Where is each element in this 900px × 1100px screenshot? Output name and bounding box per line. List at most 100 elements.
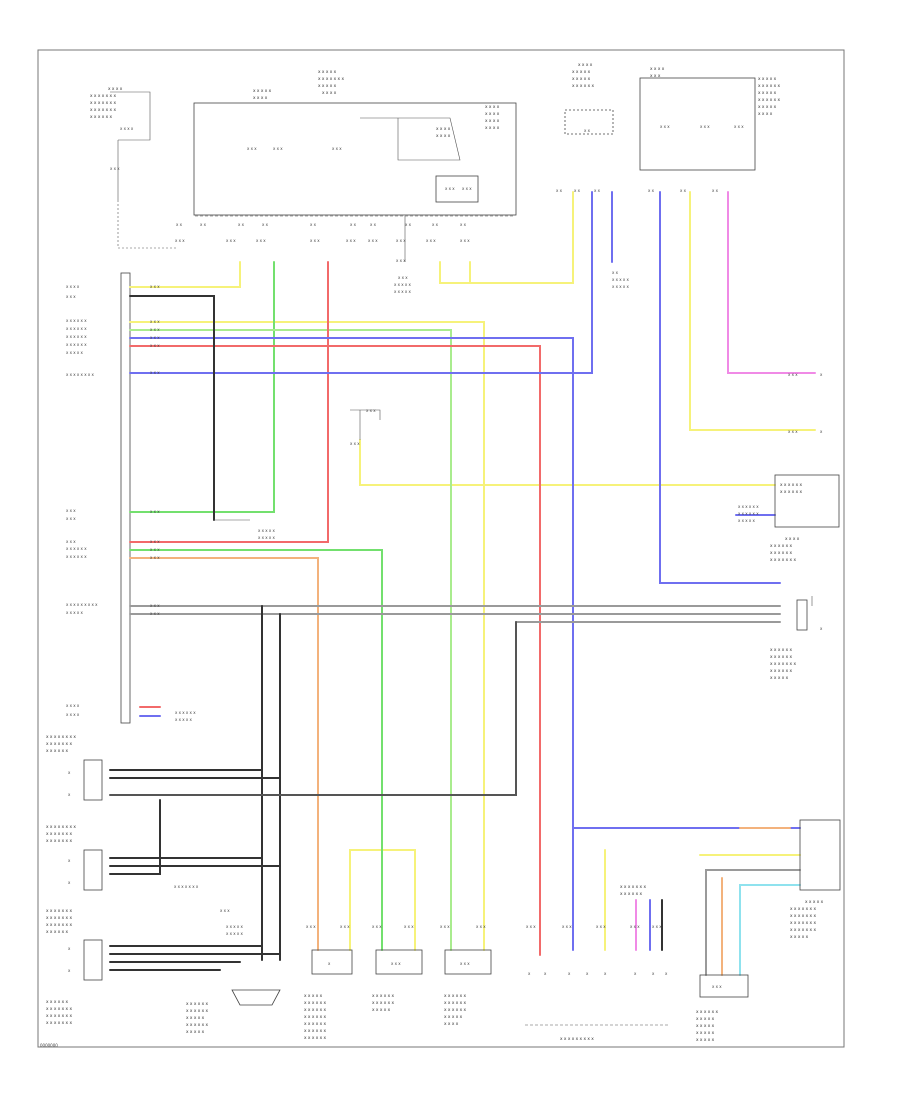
bottom-center-connector: x x x x x x x x x x x x x x x x x x x x …	[174, 884, 281, 1035]
svg-text:x x x x x x: x x x x x x	[770, 669, 793, 674]
svg-text:x x x x x x x: x x x x x x x	[90, 101, 116, 106]
svg-text:x x x: x x x	[150, 319, 160, 324]
svg-text:x x x: x x x	[150, 603, 160, 608]
svg-text:x x x x x x: x x x x x x	[304, 1015, 327, 1020]
svg-text:x x: x x	[176, 222, 183, 227]
right-lower-sensor: x x x x x x x x x x x x x x x x x x x x …	[620, 885, 749, 1043]
svg-text:x x x: x x x	[526, 924, 536, 929]
svg-text:x x x: x x x	[110, 166, 120, 171]
svg-text:x x x x x x x: x x x x x x x	[46, 909, 72, 914]
svg-text:x x x: x x x	[247, 146, 257, 151]
svg-text:x x x x: x x x x	[785, 537, 800, 542]
svg-text:x x: x x	[200, 222, 207, 227]
top-right-switch: x x x x x x x x x x x x x x x x x x x x …	[556, 63, 630, 289]
svg-text:x x x x x: x x x x x	[805, 900, 824, 905]
svg-text:x x x x x x x: x x x x x x x	[46, 742, 72, 747]
svg-text:x x x x x x: x x x x x x	[572, 84, 595, 89]
svg-text:x x x x x x: x x x x x x	[780, 483, 803, 488]
orange-wires	[129, 557, 791, 951]
control-unit-connector: x x x x x x x x x x x x x x x x x x x x …	[66, 272, 131, 724]
svg-text:x x x x x x: x x x x x x	[186, 1002, 209, 1007]
svg-text:x x x: x x x	[66, 294, 76, 299]
svg-text:x x x: x x x	[350, 441, 360, 446]
svg-text:x x x: x x x	[150, 335, 160, 340]
svg-text:x x x: x x x	[398, 275, 408, 280]
svg-text:x x x x x x: x x x x x x	[738, 511, 759, 516]
svg-text:x x x x x x: x x x x x x	[304, 1029, 327, 1034]
svg-text:x x x x x x x: x x x x x x x	[46, 1007, 72, 1012]
mid-labels: x x x x x x x x x x x x x x x x x x x x …	[150, 284, 376, 722]
svg-text:x x x x x x: x x x x x x	[304, 1008, 327, 1013]
svg-text:x x x x x x: x x x x x x	[620, 892, 643, 897]
svg-text:x x x: x x x	[404, 924, 414, 929]
svg-text:x x x x x x x x x: x x x x x x x x x	[66, 602, 98, 607]
svg-text:x x x x x: x x x x x	[186, 1016, 205, 1021]
svg-text:x x x: x x x	[150, 284, 160, 289]
svg-text:x x x x x x x: x x x x x x x	[46, 916, 72, 921]
svg-text:x x x x x x: x x x x x x	[304, 1036, 327, 1041]
svg-text:x: x	[820, 372, 823, 377]
svg-text:x x x x x x: x x x x x x	[46, 1000, 69, 1005]
svg-text:x x x: x x x	[310, 238, 320, 243]
svg-text:x x x x x x: x x x x x x	[66, 342, 87, 347]
svg-text:x x x x x x x: x x x x x x x	[46, 1021, 72, 1026]
svg-text:x x x x x x x: x x x x x x x	[770, 558, 796, 563]
diagram-border	[37, 49, 845, 1048]
svg-text:x: x	[68, 880, 71, 885]
svg-text:x x x x x: x x x x x	[304, 994, 323, 999]
top-far-right-module: x x x x x x x x x x x x x x x x x x x x …	[639, 67, 781, 193]
svg-text:x x x x: x x x x	[436, 134, 451, 139]
svg-text:x x x x x x x: x x x x x x x	[90, 94, 116, 99]
svg-text:x x x: x x x	[712, 984, 722, 989]
svg-text:x x x x x x x: x x x x x x x	[90, 108, 116, 113]
svg-text:x x x x: x x x x	[650, 67, 665, 72]
svg-text:x x x x x x: x x x x x x	[46, 749, 69, 754]
svg-text:x x x: x x x	[306, 924, 316, 929]
svg-text:x x x: x x x	[150, 327, 160, 332]
left-switch-1: x x x x x x x x x x x x x x x x x x x x …	[46, 735, 103, 801]
svg-text:x: x	[68, 946, 71, 951]
svg-text:x: x	[604, 971, 607, 976]
svg-text:x x: x x	[584, 128, 591, 133]
svg-text:x x x x x x: x x x x x x	[66, 546, 87, 551]
svg-text:x x x: x x x	[332, 146, 342, 151]
svg-text:x x x: x x x	[346, 238, 356, 243]
svg-text:x x x x x: x x x x x	[612, 277, 630, 282]
svg-text:x x x x x x x x: x x x x x x x x	[66, 372, 94, 377]
svg-text:x: x	[68, 792, 71, 797]
top-connector-labels: x x x x x x x x x x x x x x x x x x x x …	[175, 222, 470, 243]
svg-text:x x: x x	[310, 222, 317, 227]
svg-text:x x x: x x x	[652, 924, 662, 929]
bottom-sensor-1: x x x x x x x x x x x x x x x x x x x x …	[304, 949, 353, 1041]
svg-text:x x x x x x x: x x x x x x x	[46, 923, 72, 928]
svg-text:x x x x x x: x x x x x x	[372, 994, 395, 999]
svg-text:x x x x: x x x x	[120, 126, 134, 131]
svg-text:x x x: x x x	[788, 429, 798, 434]
svg-text:x x x x x: x x x x x	[226, 924, 244, 929]
svg-text:x x x x x x x: x x x x x x x	[770, 662, 796, 667]
svg-text:x: x	[665, 971, 668, 976]
svg-text:x x x x x: x x x x x	[186, 1030, 205, 1035]
svg-text:x x: x x	[262, 222, 269, 227]
svg-text:x: x	[68, 968, 71, 973]
svg-text:x x x: x x x	[150, 547, 160, 552]
svg-text:x x x x: x x x x	[485, 105, 500, 110]
svg-text:x x x x x x: x x x x x x	[46, 930, 69, 935]
svg-text:x x x x: x x x x	[66, 712, 80, 717]
svg-text:x x x: x x x	[476, 924, 486, 929]
svg-text:x x x x x x: x x x x x x	[66, 318, 87, 323]
svg-text:x x x: x x x	[426, 238, 436, 243]
svg-text:x x: x x	[712, 188, 719, 193]
svg-text:x x x: x x x	[66, 539, 76, 544]
svg-text:x x: x x	[460, 222, 467, 227]
svg-text:x x x x x x x x: x x x x x x x x	[46, 825, 76, 830]
svg-text:x x: x x	[370, 222, 377, 227]
svg-text:x x x x x x: x x x x x x	[186, 1023, 209, 1028]
svg-text:x x x: x x x	[700, 124, 710, 129]
svg-text:x x x x x x x: x x x x x x x	[620, 885, 646, 890]
svg-text:x x: x x	[574, 188, 581, 193]
svg-text:x: x	[544, 971, 547, 976]
black-wires	[109, 295, 781, 971]
svg-text:x x x: x x x	[396, 258, 406, 263]
svg-text:x x x x x: x x x x x	[758, 91, 777, 96]
